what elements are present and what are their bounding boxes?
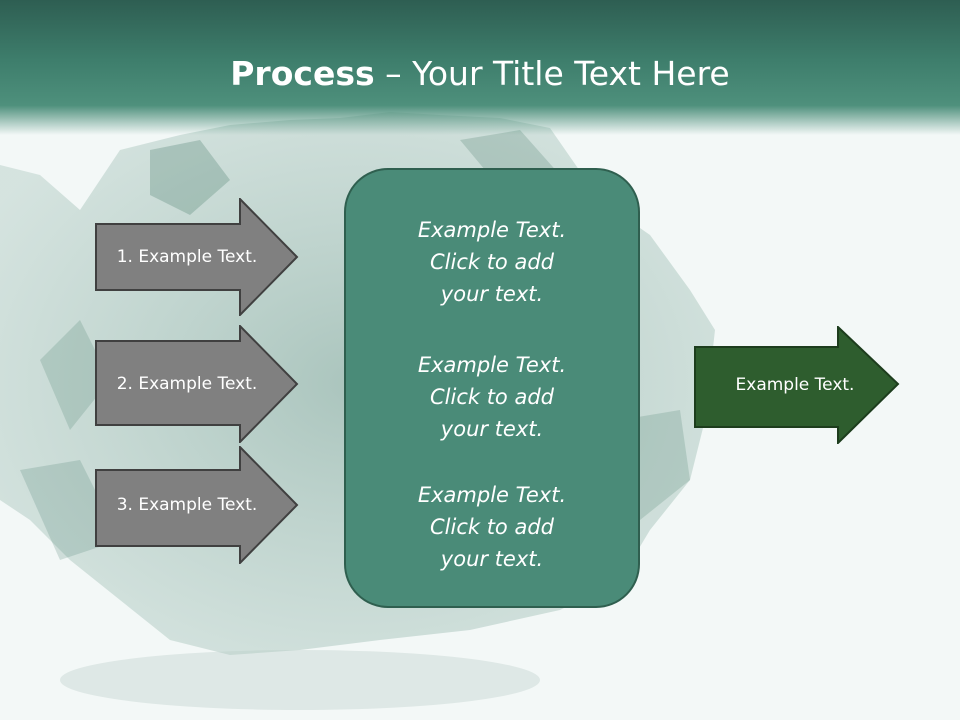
step-arrow-2[interactable]: 2. Example Text. <box>95 325 299 443</box>
text-block-1[interactable]: Example Text. Click to add your text. <box>346 214 638 310</box>
arrow-shape-3 <box>95 446 299 564</box>
block-1-line-1: Example Text. <box>417 218 567 242</box>
slide-title[interactable]: Process – Your Title Text Here <box>0 52 960 96</box>
step-label-2: 2. Example Text. <box>116 374 258 394</box>
block-1-line-3: your text. <box>440 282 544 306</box>
arrow-shape-2 <box>95 325 299 443</box>
step-arrow-3[interactable]: 3. Example Text. <box>95 446 299 564</box>
output-arrow[interactable]: Example Text. <box>694 326 900 444</box>
output-arrow-shape <box>694 326 900 444</box>
title-rest: – Your Title Text Here <box>374 54 730 93</box>
title-strong: Process <box>230 54 375 93</box>
block-3-line-1: Example Text. <box>417 483 567 507</box>
arrow-shape-1 <box>95 198 299 316</box>
block-1-line-2: Click to add <box>429 250 554 274</box>
step-arrow-1[interactable]: 1. Example Text. <box>95 198 299 316</box>
step-label-1: 1. Example Text. <box>116 247 258 267</box>
text-block-3[interactable]: Example Text. Click to add your text. <box>346 479 638 575</box>
block-3-line-3: your text. <box>440 547 544 571</box>
block-2-line-1: Example Text. <box>417 353 567 377</box>
block-2-line-3: your text. <box>440 417 544 441</box>
output-label: Example Text. <box>735 375 855 395</box>
center-text-box[interactable]: Example Text. Click to add your text. Ex… <box>344 168 640 608</box>
block-3-line-2: Click to add <box>429 515 554 539</box>
text-block-2[interactable]: Example Text. Click to add your text. <box>346 349 638 445</box>
block-2-line-2: Click to add <box>429 385 554 409</box>
step-label-3: 3. Example Text. <box>116 495 258 515</box>
title-bar: Process – Your Title Text Here <box>0 0 960 135</box>
